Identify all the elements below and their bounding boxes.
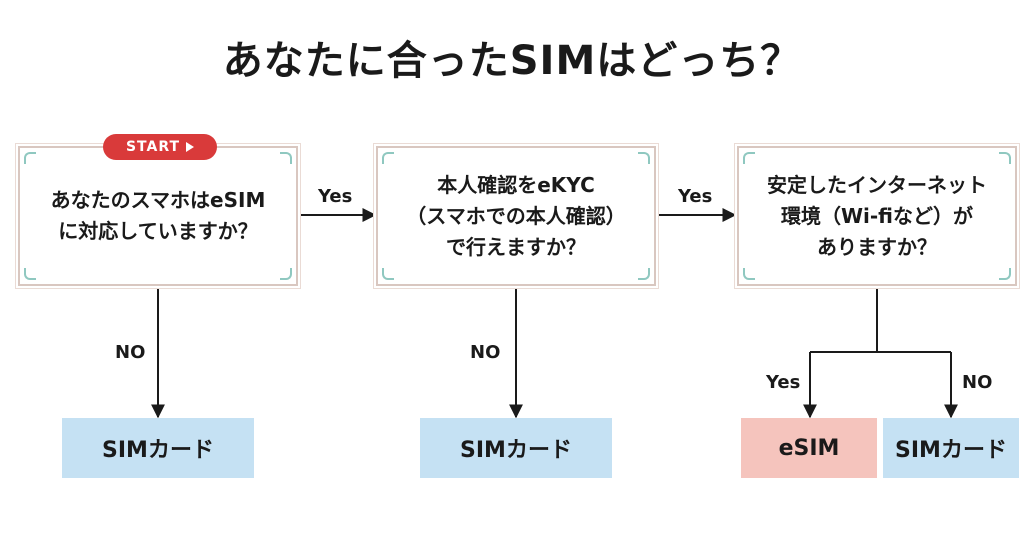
start-badge: START	[103, 134, 217, 160]
question-line: あなたのスマホはeSIM	[50, 188, 266, 212]
corner-ornament	[382, 268, 394, 280]
edge-label-q2-yes: Yes	[678, 186, 713, 207]
question-box-ekyc: 本人確認をeKYC （スマホでの本人確認） で行えますか？	[376, 146, 656, 286]
edge-label-q2-no: NO	[470, 342, 501, 363]
corner-ornament	[382, 152, 394, 164]
corner-ornament	[280, 268, 292, 280]
question-box-esim-support: あなたのスマホはeSIM に対応していますか？	[18, 146, 298, 286]
result-esim: eSIM	[741, 418, 877, 478]
start-label: START	[125, 139, 181, 155]
edge-label-q1-no: NO	[115, 342, 146, 363]
play-icon	[186, 142, 195, 152]
question-line: に対応していますか？	[58, 219, 258, 243]
result-sim-card-3: SIMカード	[883, 418, 1019, 478]
corner-ornament	[24, 268, 36, 280]
corner-ornament	[999, 268, 1011, 280]
corner-ornament	[743, 152, 755, 164]
question-text: 安定したインターネット 環境（Wi-fiなど）が ありますか？	[767, 170, 987, 263]
corner-ornament	[999, 152, 1011, 164]
corner-ornament	[24, 152, 36, 164]
corner-ornament	[638, 152, 650, 164]
corner-ornament	[743, 268, 755, 280]
question-line: ありますか？	[817, 234, 937, 259]
question-box-internet: 安定したインターネット 環境（Wi-fiなど）が ありますか？	[737, 146, 1017, 286]
corner-ornament	[280, 152, 292, 164]
question-text: あなたのスマホはeSIM に対応していますか？	[51, 185, 266, 247]
question-line: 環境（Wi-fiなど）が	[780, 203, 974, 228]
branch-q3	[810, 287, 951, 353]
edge-label-q1-yes: Yes	[318, 186, 353, 207]
result-sim-card-2: SIMカード	[420, 418, 612, 478]
page-title: あなたに合ったSIMはどっち？	[222, 38, 802, 84]
edge-label-q3-yes: Yes	[766, 372, 801, 393]
question-line: （スマホでの本人確認）	[406, 203, 626, 228]
question-line: 安定したインターネット	[767, 172, 987, 197]
question-text: 本人確認をeKYC （スマホでの本人確認） で行えますか？	[406, 170, 625, 263]
corner-ornament	[638, 268, 650, 280]
result-sim-card-1: SIMカード	[62, 418, 254, 478]
question-line: で行えますか？	[446, 234, 586, 259]
question-line: 本人確認をeKYC	[437, 172, 595, 197]
edge-label-q3-no: NO	[962, 372, 993, 393]
